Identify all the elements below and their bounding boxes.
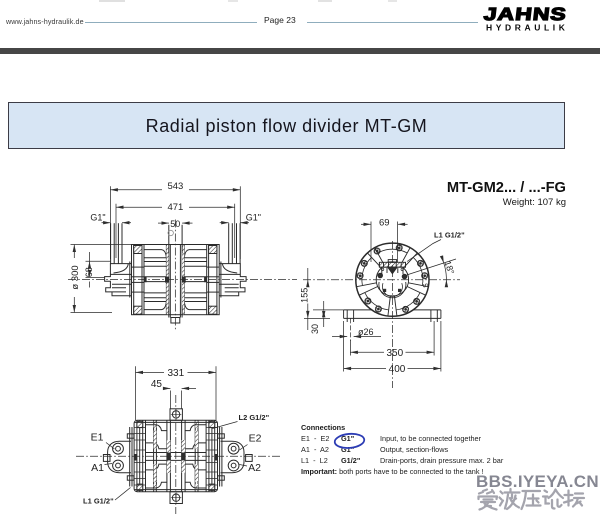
svg-text:68: 68 bbox=[84, 267, 94, 277]
svg-text:5: 5 bbox=[421, 283, 429, 289]
svg-text:ø26: ø26 bbox=[358, 327, 374, 337]
svg-text:543: 543 bbox=[167, 181, 183, 192]
svg-text:155: 155 bbox=[300, 288, 310, 303]
svg-text:400: 400 bbox=[389, 364, 406, 375]
svg-text:45: 45 bbox=[151, 379, 163, 390]
svg-text:331: 331 bbox=[167, 368, 184, 379]
svg-text:69: 69 bbox=[379, 218, 390, 229]
svg-text:ø 300: ø 300 bbox=[70, 265, 81, 289]
svg-text:18°: 18° bbox=[442, 260, 456, 276]
svg-text:L2 G1/2": L2 G1/2" bbox=[239, 413, 270, 422]
svg-text:E2: E2 bbox=[249, 432, 262, 444]
svg-text:A2: A2 bbox=[248, 462, 261, 474]
svg-text:A1: A1 bbox=[91, 462, 104, 474]
svg-text:G1": G1" bbox=[246, 212, 261, 222]
svg-text:L1 G1/2": L1 G1/2" bbox=[83, 497, 114, 506]
svg-text:30: 30 bbox=[310, 324, 320, 334]
svg-text:L1 G1/2": L1 G1/2" bbox=[434, 231, 465, 240]
svg-text:350: 350 bbox=[386, 348, 403, 359]
svg-text:50: 50 bbox=[170, 219, 180, 229]
svg-text:471: 471 bbox=[167, 202, 183, 213]
svg-text:G1": G1" bbox=[90, 212, 105, 222]
svg-text:E1: E1 bbox=[91, 431, 104, 443]
